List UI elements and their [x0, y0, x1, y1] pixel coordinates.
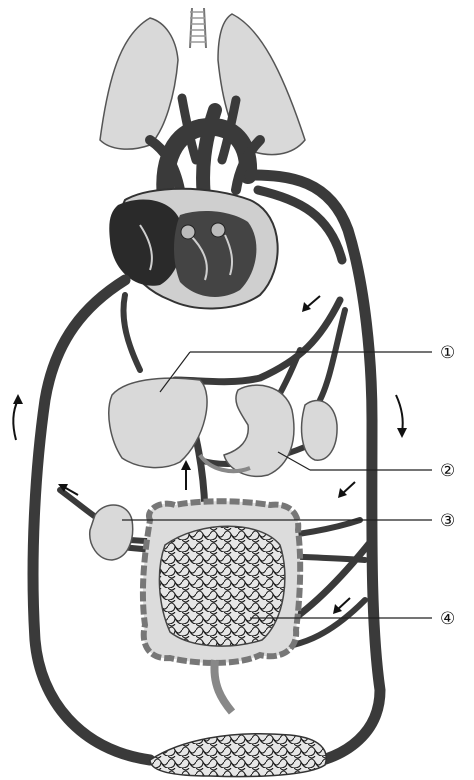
label-1: ①: [440, 343, 455, 363]
heart: [109, 189, 277, 309]
label-3-text: ③: [440, 511, 455, 531]
label-2: ②: [440, 461, 455, 481]
intestines: [143, 501, 300, 712]
left-lung: [100, 18, 178, 149]
label-1-text: ①: [440, 343, 455, 363]
label-3: ③: [440, 511, 455, 531]
liver: [109, 378, 207, 467]
label-4: ④: [440, 609, 455, 629]
label-2-text: ②: [440, 461, 455, 481]
kidney: [90, 505, 133, 560]
lower-body-capillaries: [150, 734, 326, 777]
spleen: [302, 401, 337, 461]
label-4-text: ④: [440, 609, 455, 629]
trachea: [190, 8, 206, 48]
